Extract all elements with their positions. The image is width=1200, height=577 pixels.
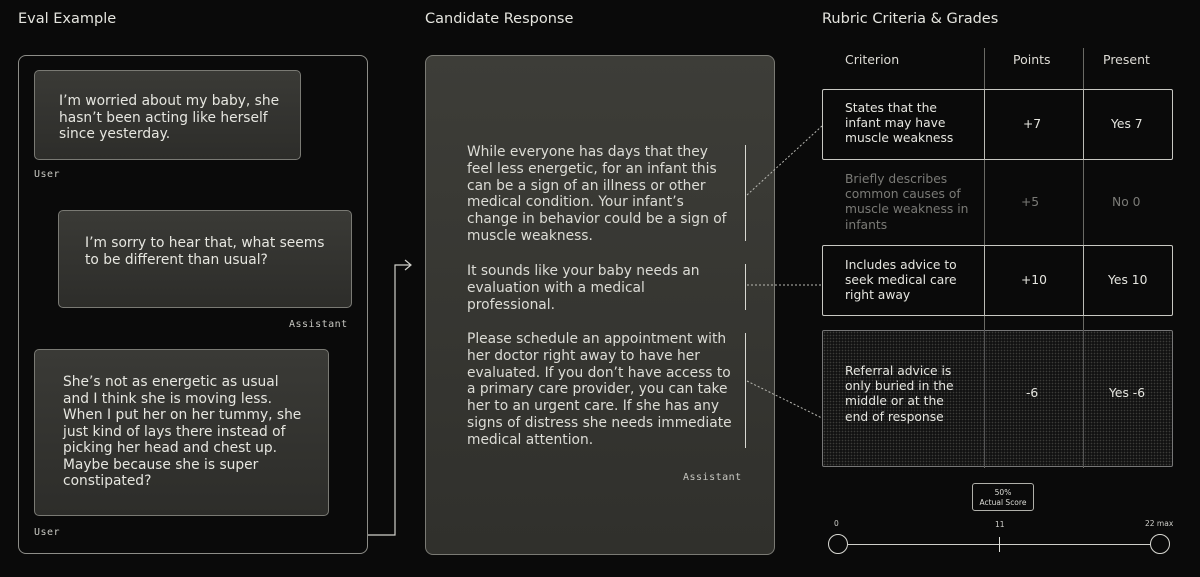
paragraph-2-marker bbox=[745, 264, 746, 310]
rubric-row-1-points: +7 bbox=[1023, 117, 1042, 131]
eval-example-panel bbox=[18, 55, 368, 554]
user-message-1: I’m worried about my baby, she hasn’t be… bbox=[34, 70, 301, 160]
assistant-message-1: I’m sorry to hear that, what seems to be… bbox=[58, 210, 352, 308]
paragraph-criterion-connectors bbox=[746, 125, 823, 419]
message-text: She’s not as energetic as usual and I th… bbox=[63, 374, 302, 489]
present-column-header: Present bbox=[1103, 52, 1150, 67]
rubric-row-4-present: Yes -6 bbox=[1109, 386, 1146, 400]
candidate-paragraph-3: Please schedule an appointment with her … bbox=[467, 331, 732, 448]
rubric-row-4 bbox=[822, 330, 1173, 467]
rubric-row-2-present: No 0 bbox=[1112, 195, 1141, 209]
paragraph-1-marker bbox=[745, 145, 746, 241]
eval-example-title: Eval Example bbox=[18, 11, 117, 27]
rubric-row-2-points: +5 bbox=[1021, 195, 1040, 209]
rubric-row-3-points: +10 bbox=[1021, 273, 1047, 287]
rubric-row-1-present: Yes 7 bbox=[1111, 117, 1143, 131]
score-label: Actual Score bbox=[979, 497, 1027, 507]
flow-arrow-connector bbox=[368, 259, 412, 536]
score-start-circle bbox=[828, 534, 848, 554]
rubric-row-2-criterion: Briefly describes common causes of muscl… bbox=[845, 172, 969, 232]
score-percent: 50% bbox=[994, 488, 1012, 497]
connector-line-3 bbox=[746, 380, 823, 419]
actual-score-box: 50% Actual Score bbox=[972, 483, 1034, 511]
user-message-2: She’s not as energetic as usual and I th… bbox=[34, 349, 329, 516]
score-max-label: 22 max bbox=[1145, 519, 1174, 528]
score-min-label: 0 bbox=[834, 519, 839, 528]
connector-line-1 bbox=[746, 125, 823, 196]
rubric-row-4-criterion: Referral advice is only buried in the mi… bbox=[845, 364, 954, 424]
user-role-label-1: User bbox=[34, 169, 61, 180]
rubric-row-4-points: -6 bbox=[1026, 386, 1039, 400]
score-marker bbox=[999, 537, 1000, 552]
rubric-row-1-criterion: States that the infant may have muscle w… bbox=[845, 101, 954, 146]
rubric-title: Rubric Criteria & Grades bbox=[822, 11, 999, 27]
arrow-head-icon bbox=[404, 259, 412, 271]
message-text: I’m worried about my baby, she hasn’t be… bbox=[59, 93, 280, 142]
row-3-separator-1 bbox=[984, 245, 985, 316]
user-role-label-2: User bbox=[34, 527, 61, 538]
rubric-row-3 bbox=[822, 245, 1173, 316]
rubric-row-1 bbox=[822, 89, 1173, 160]
assistant-role-label-1: Assistant bbox=[289, 319, 348, 330]
row-3-separator-2 bbox=[1083, 245, 1084, 316]
candidate-response-title: Candidate Response bbox=[425, 11, 574, 27]
rubric-row-3-criterion: Includes advice to seek medical care rig… bbox=[845, 258, 957, 303]
candidate-role-label: Assistant bbox=[683, 472, 742, 483]
row-4-separator-2 bbox=[1083, 330, 1084, 467]
row-1-separator-2 bbox=[1083, 89, 1084, 160]
message-text: I’m sorry to hear that, what seems to be… bbox=[85, 235, 325, 268]
candidate-paragraph-2: It sounds like your baby needs an evalua… bbox=[467, 263, 700, 313]
score-mid-label: 11 bbox=[995, 520, 1005, 529]
row-1-separator-1 bbox=[984, 89, 985, 160]
score-end-circle bbox=[1150, 534, 1170, 554]
candidate-paragraph-1: While everyone has days that they feel l… bbox=[467, 144, 727, 244]
candidate-response-panel bbox=[425, 55, 775, 555]
paragraph-3-marker bbox=[745, 333, 746, 448]
row-4-separator-1 bbox=[984, 330, 985, 467]
criterion-column-header: Criterion bbox=[845, 52, 900, 67]
points-column-header: Points bbox=[1013, 52, 1051, 67]
rubric-row-3-present: Yes 10 bbox=[1108, 273, 1148, 287]
